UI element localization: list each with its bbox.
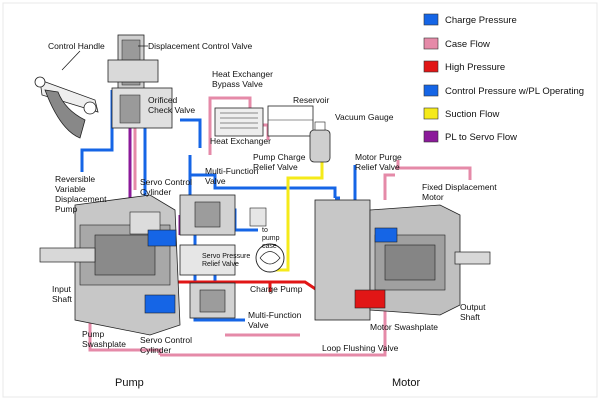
label-control-handle: Control Handle: [48, 41, 105, 51]
motor-body: [314, 199, 491, 321]
legend-label-case-flow: Case Flow: [445, 39, 490, 50]
label-servo-top-1: Servo Control: [140, 177, 192, 187]
legend-label-charge-pressure: Charge Pressure: [445, 15, 517, 26]
label-fixed-disp-1: Fixed Displacement: [422, 182, 497, 192]
displacement-control-valve: [107, 34, 173, 129]
legend-label-pl-to-servo: PL to Servo Flow: [445, 132, 517, 143]
label-servo-bot-1: Servo Control: [140, 335, 192, 345]
label-multifunction-bot-1: Multi-Function: [248, 310, 302, 320]
heat-exchanger: [214, 107, 264, 137]
label-servo-top-2: Cylinder: [140, 187, 171, 197]
label-pump: Pump: [115, 377, 144, 389]
label-loop-flushing: Loop Flushing Valve: [322, 343, 399, 353]
label-pump-charge-1: Pump Charge: [253, 152, 306, 162]
label-input-1: Input: [52, 284, 72, 294]
label-multifunction-bot-2: Valve: [248, 320, 269, 330]
label-output-1: Output: [460, 302, 486, 312]
reservoir: [267, 105, 314, 137]
legend-swatch-case-flow: [423, 37, 439, 50]
label-output-2: Shaft: [460, 312, 480, 322]
legend-swatch-suction-flow: [423, 107, 439, 120]
center-valves: [179, 194, 285, 319]
label-motor-swashplate: Motor Swashplate: [370, 322, 438, 332]
label-displacement-control-valve: Displacement Control Valve: [148, 41, 253, 51]
label-fixed-disp-2: Motor: [422, 192, 444, 202]
label-motor: Motor: [392, 377, 420, 389]
legend: Charge Pressure Case Flow High Pressure …: [423, 13, 584, 143]
legend-swatch-pl-to-servo: [423, 130, 439, 143]
legend-label-control-pressure: Control Pressure w/PL Operating: [445, 86, 584, 97]
label-pump-charge-2: Relief Valve: [253, 162, 298, 172]
label-input-2: Shaft: [52, 294, 72, 304]
legend-label-suction-flow: Suction Flow: [445, 109, 500, 120]
label-to-pump-case-2: pump: [262, 235, 280, 242]
label-orificed-1: Orificed: [148, 95, 178, 105]
pump-body: [39, 194, 181, 336]
label-he-bypass-1: Heat Exchanger: [212, 69, 273, 79]
label-servo-pressure-2: Relief Valve: [202, 261, 239, 268]
control-handle: [34, 76, 99, 139]
suction-flow-line: [275, 160, 324, 272]
label-heat-exchanger: Heat Exchanger: [210, 136, 271, 146]
label-reversible-1: Reversible: [55, 174, 95, 184]
label-orificed-2: Check Valve: [148, 105, 195, 115]
label-motor-purge-1: Motor Purge: [355, 152, 402, 162]
legend-label-high-pressure: High Pressure: [445, 62, 505, 73]
label-to-pump-case-1: to: [262, 227, 268, 234]
label-reversible-4: Pump: [55, 204, 77, 214]
label-servo-bot-2: Cylinder: [140, 345, 171, 355]
label-to-pump-case-3: case: [262, 243, 277, 250]
label-reversible-3: Displacement: [55, 194, 107, 204]
legend-swatch-high-pressure: [423, 60, 439, 73]
label-motor-purge-2: Relief Valve: [355, 162, 400, 172]
labels: Control Handle Displacement Control Valv…: [48, 41, 497, 389]
label-charge-pump: Charge Pump: [250, 284, 303, 294]
vacuum-gauge: [309, 121, 331, 163]
label-multifunction-top-1: Multi-Function: [205, 166, 259, 176]
label-servo-pressure-1: Servo Pressure: [202, 253, 250, 260]
legend-swatch-charge-pressure: [423, 13, 439, 26]
label-he-bypass-2: Bypass Valve: [212, 79, 263, 89]
label-multifunction-top-2: Valve: [205, 176, 226, 186]
label-reservoir: Reservoir: [293, 95, 330, 105]
label-reversible-2: Variable: [55, 184, 86, 194]
label-pump-swash-1: Pump: [82, 329, 104, 339]
label-vacuum-gauge: Vacuum Gauge: [335, 112, 394, 122]
label-pump-swash-2: Swashplate: [82, 339, 126, 349]
legend-swatch-control-pressure: [423, 84, 439, 97]
